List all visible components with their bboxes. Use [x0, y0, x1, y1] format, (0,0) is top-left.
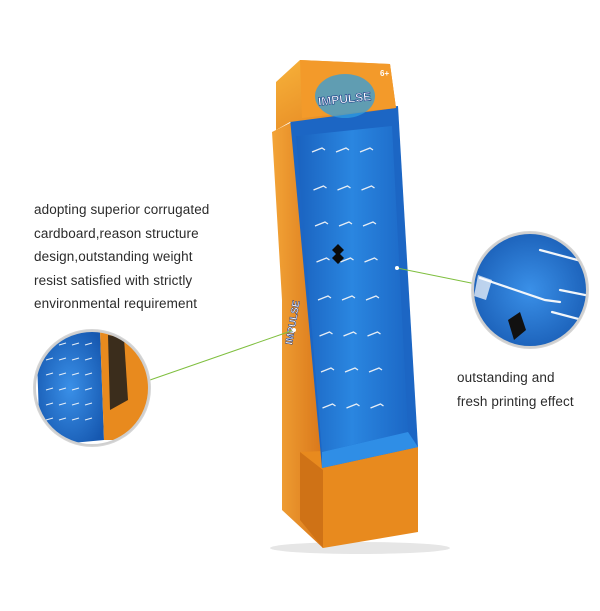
peg-hook: [71, 417, 80, 421]
peg-hook: [343, 331, 357, 337]
peg-hook: [71, 372, 80, 376]
left-caption-line: cardboard,reason structure: [34, 225, 199, 241]
peg-hook: [58, 387, 67, 391]
peg-hook: [58, 372, 67, 376]
left-caption-line: environmental requirement: [34, 296, 198, 311]
right-caption-line: outstanding and: [457, 370, 555, 385]
peg-hook: [337, 185, 351, 191]
right-caption: outstanding and fresh printing effect: [457, 366, 597, 413]
peg-hook: [344, 367, 359, 373]
left-caption-line: resist satisfied with strictly: [34, 272, 193, 288]
peg-hook: [313, 185, 327, 191]
peg-hook: [320, 367, 335, 373]
peg-hook: [45, 357, 54, 361]
stand-base: [300, 447, 418, 548]
age-badge: 6+: [380, 69, 389, 78]
peg-hook: [367, 331, 381, 337]
display-stand: IMPULSE 6+ IMPULSE: [272, 60, 418, 548]
peg-hook: [71, 342, 80, 346]
peg-hook: [58, 417, 67, 421]
peg-hook: [359, 147, 374, 153]
peg-hook: [84, 372, 93, 376]
peg-hook: [84, 342, 93, 346]
peg-hook: [365, 295, 380, 301]
peg-hook: [45, 417, 54, 421]
header-brand: IMPULSE: [317, 89, 372, 108]
peg-hook: [340, 257, 354, 263]
peg-hook: [314, 221, 329, 227]
peg-hook: [361, 185, 375, 191]
peg-hook: [58, 342, 67, 346]
peg-hook: [45, 402, 54, 406]
left-caption-line: design,outstanding weight: [34, 249, 193, 264]
peg-hook: [71, 402, 80, 406]
peg-hook: [338, 221, 353, 227]
peg-hook: [362, 221, 377, 227]
floor-shadow: [270, 542, 450, 554]
peg-hook: [335, 147, 350, 153]
callout-line-left: [149, 329, 295, 381]
zoom-detail-side: [33, 329, 151, 447]
side-panel: [272, 120, 323, 548]
peg-hook: [341, 295, 356, 301]
callout-line-right: [396, 267, 477, 285]
peg-hook: [317, 295, 332, 301]
peg-hook: [364, 257, 378, 263]
zoom-detail-printing: [471, 231, 589, 349]
peg-hook: [58, 357, 67, 361]
left-caption-line: adopting superior corrugated: [34, 202, 210, 217]
peg-hook: [368, 367, 383, 373]
peg-hook: [58, 402, 67, 406]
peg-hook: [316, 257, 330, 263]
peg-hook: [45, 387, 54, 391]
peg-hook: [84, 417, 93, 421]
peg-hook: [71, 357, 80, 361]
peg-hook: [84, 387, 93, 391]
peg-hook: [71, 387, 80, 391]
peg-hook: [84, 402, 93, 406]
peg-hooks: [311, 147, 384, 409]
right-caption-line: fresh printing effect: [457, 393, 574, 409]
peg-hook: [45, 372, 54, 376]
peg-hook: [346, 403, 360, 409]
peg-hook: [84, 357, 93, 361]
hanger-cutout: [332, 244, 344, 264]
peg-hook: [311, 147, 326, 153]
peg-hook: [319, 331, 333, 337]
left-caption: adopting superior corrugated cardboard,r…: [34, 198, 264, 316]
peg-hook: [322, 403, 336, 409]
peg-hook: [370, 403, 384, 409]
